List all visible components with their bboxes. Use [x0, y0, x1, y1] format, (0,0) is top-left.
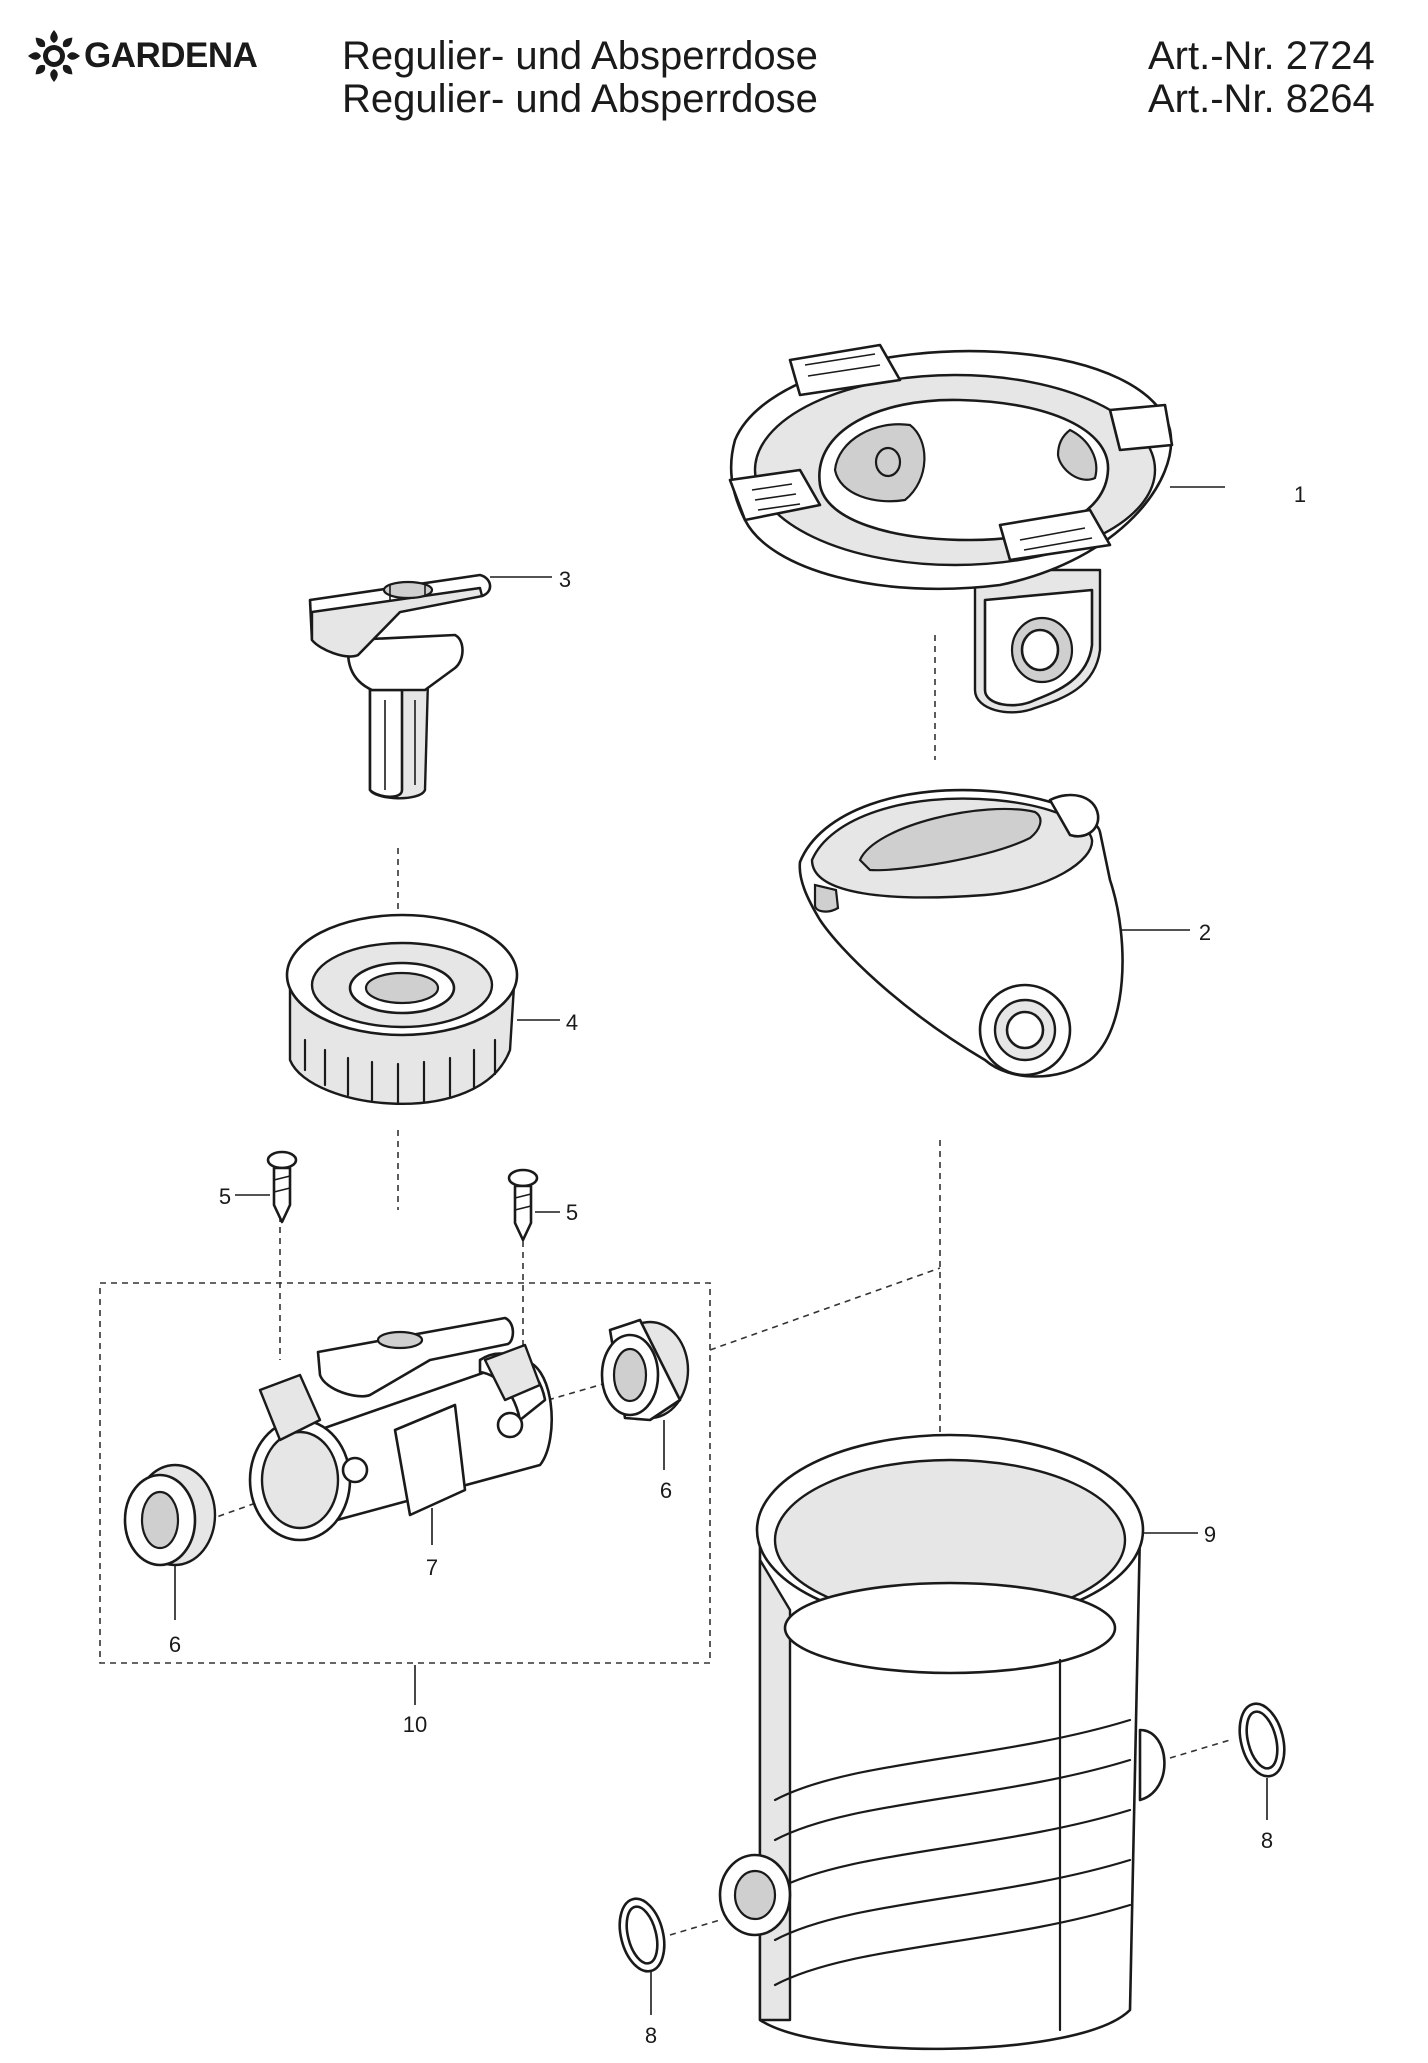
callout-4: 4	[566, 1010, 578, 1035]
article-number-1: Art.-Nr. 2724	[1148, 34, 1375, 78]
article-number-2: Art.-Nr. 8264	[1148, 77, 1375, 121]
callout-7: 7	[426, 1555, 438, 1580]
part-2-housing-cap	[798, 788, 1124, 1078]
part-6-end-cap-left	[123, 1463, 217, 1567]
brand-name: GARDENA	[84, 36, 258, 75]
part-6-end-cap-right	[600, 1318, 690, 1422]
callout-6-right: 6	[660, 1478, 672, 1503]
callout-5-left: 5	[219, 1184, 231, 1209]
page-title-line-2: Regulier- und Absperrdose	[342, 77, 818, 121]
header: GARDENA Regulier- und Absperrdose Reguli…	[0, 0, 1428, 130]
callout-9: 9	[1204, 1522, 1216, 1547]
part-5-screw-right	[507, 1168, 539, 1242]
callout-8-right: 8	[1261, 1828, 1273, 1853]
part-1-cover-ring	[728, 343, 1174, 714]
callout-8-left: 8	[645, 2023, 657, 2048]
part-8-o-ring-left	[618, 1897, 666, 1973]
part-3-handle-key	[308, 573, 492, 800]
part-7-valve-body	[248, 1316, 553, 1542]
sun-logo-icon	[28, 30, 80, 82]
callout-5-right: 5	[566, 1200, 578, 1225]
part-4-knurled-nut	[285, 913, 519, 1106]
part-9-shaft-housing	[718, 1433, 1166, 2051]
callout-6-left: 6	[169, 1632, 181, 1657]
leader-lines	[174, 486, 1268, 2015]
page-title-line-1: Regulier- und Absperrdose	[342, 34, 818, 78]
callout-3: 3	[559, 567, 571, 592]
part-5-screw-left	[266, 1150, 298, 1224]
callout-10: 10	[403, 1712, 427, 1737]
gardena-logo: GARDENA	[26, 28, 298, 88]
callout-1: 1	[1294, 482, 1306, 507]
part-8-o-ring-right	[1238, 1702, 1286, 1778]
callout-numbers: 1 2 3 4 5 5 6 6 7 8 8 9 10	[169, 482, 1306, 2048]
callout-2: 2	[1199, 920, 1211, 945]
